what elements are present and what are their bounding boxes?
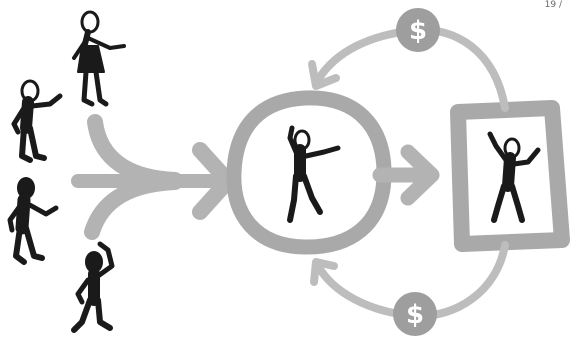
- dollar-coin-icon-top: $: [396, 8, 440, 52]
- person-in-frame-icon: [490, 134, 538, 220]
- coin-symbol-top: $: [409, 16, 427, 46]
- person-lower-left-icon: [10, 178, 56, 262]
- merge-arrow-top-branch: [95, 122, 175, 180]
- ring-shape: [234, 98, 384, 247]
- person-mid-left-icon: [14, 81, 60, 160]
- merge-arrows: [78, 122, 228, 232]
- person-bottom-icon: [74, 244, 112, 330]
- dollar-coin-icon-bottom: $: [393, 292, 437, 336]
- merge-arrow-bottom-branch: [92, 182, 175, 232]
- central-ring: [234, 98, 384, 247]
- person-top-left-icon: [74, 12, 124, 104]
- person-in-circle-icon: [290, 128, 338, 220]
- coin-symbol-bottom: $: [406, 300, 424, 330]
